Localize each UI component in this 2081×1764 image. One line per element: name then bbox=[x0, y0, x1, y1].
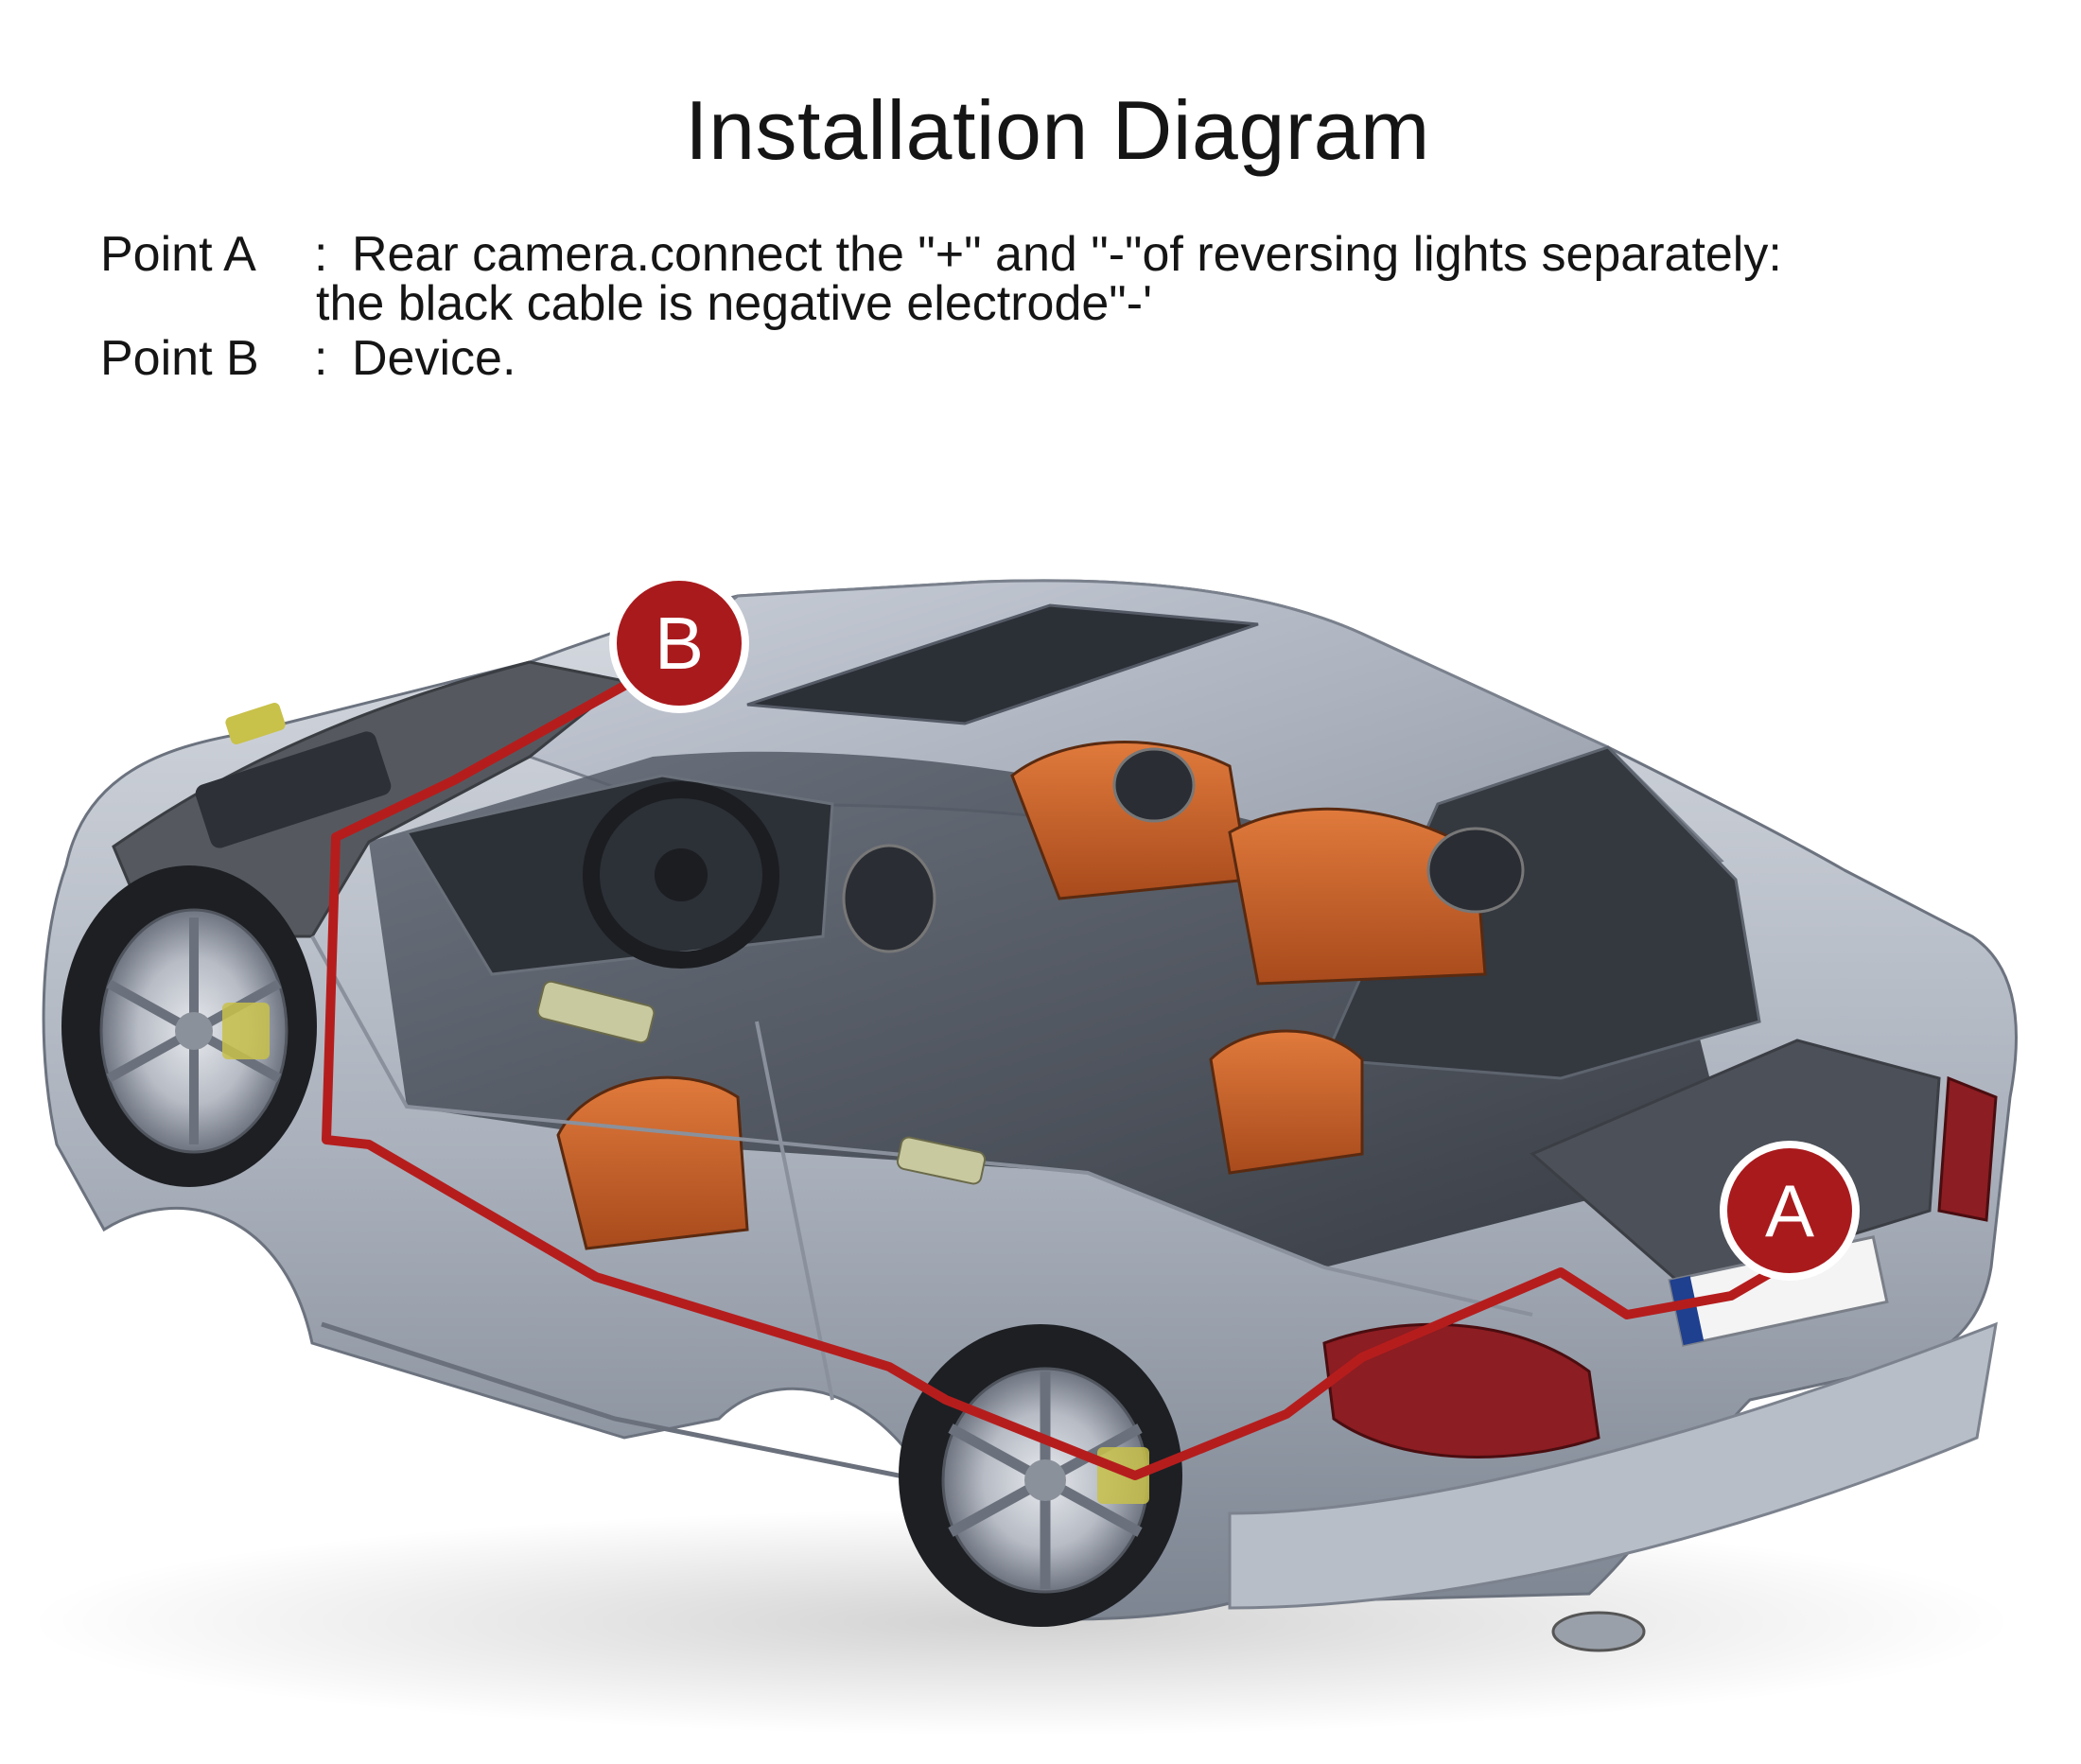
point-b-text: Device. bbox=[352, 331, 516, 386]
marker-b-label: B bbox=[655, 602, 704, 685]
point-b-separator: : bbox=[314, 331, 328, 386]
engine-block bbox=[195, 731, 392, 848]
rear-bumper bbox=[1228, 1321, 1998, 1610]
point-a-note: Point A : Rear camera.connect the "+" an… bbox=[100, 227, 1992, 282]
installation-notes: Point A : Rear camera.connect the "+" an… bbox=[100, 227, 1992, 386]
marker-a: A bbox=[1720, 1141, 1860, 1281]
license-plate-eu-band bbox=[1670, 1276, 1705, 1346]
car-cutaway-illustration: B A bbox=[28, 573, 2018, 1736]
point-b-label: Point B bbox=[100, 331, 259, 386]
door-line bbox=[310, 935, 1533, 1317]
exhaust-pipe bbox=[1551, 1611, 1646, 1652]
page-title: Installation Diagram bbox=[685, 83, 1430, 177]
tail-light-right bbox=[1937, 1075, 1998, 1222]
front-seat-right bbox=[1209, 1029, 1364, 1175]
sill-line bbox=[321, 1321, 947, 1488]
steering-hub bbox=[655, 848, 708, 901]
point-a-separator: : bbox=[314, 227, 328, 282]
point-b-note: Point B : Device. bbox=[100, 331, 1992, 386]
marker-b: B bbox=[609, 573, 749, 713]
front-seat-left bbox=[556, 1075, 749, 1250]
car-installation-diagram: B A bbox=[0, 492, 2081, 1764]
sunroof bbox=[746, 603, 1259, 725]
window-mechanism bbox=[536, 980, 656, 1044]
tail-light-left bbox=[1322, 1322, 1600, 1458]
point-a-label: Point A bbox=[100, 227, 256, 282]
b-pillar bbox=[755, 1021, 834, 1401]
marker-a-label: A bbox=[1765, 1169, 1814, 1252]
point-a-text: Rear camera.connect the "+" and "-"of re… bbox=[352, 227, 1782, 282]
engine-part bbox=[225, 703, 286, 744]
steering-wheel bbox=[583, 781, 779, 969]
point-a-text-continued: the black cable is negative electrode"-' bbox=[316, 276, 1152, 331]
door-lock-mechanism bbox=[896, 1136, 987, 1185]
camera-cable-route bbox=[322, 681, 1792, 1480]
rear-headrest-left bbox=[1112, 747, 1196, 823]
rear-headrest-right bbox=[1426, 827, 1525, 914]
front-headrest bbox=[842, 844, 936, 953]
dashboard bbox=[404, 774, 834, 976]
front-wheel bbox=[61, 865, 317, 1187]
rear-wheel bbox=[899, 1324, 1182, 1627]
